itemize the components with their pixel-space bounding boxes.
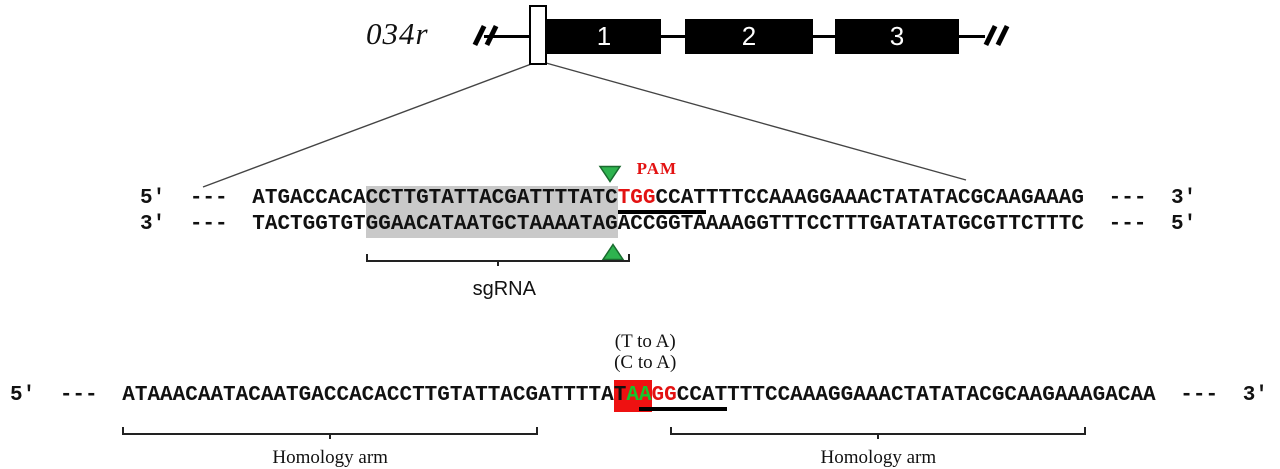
gene-name-label: 034r [366,16,429,51]
sequence-segment: ATGACCACA [252,187,366,210]
bottom-strand-left-dashes: --- [189,213,228,236]
genomic-sequence-block: 5' --- PAM ATGACCACACCTTGTATTACGATTTTATC… [140,159,1197,300]
bottom-strand-5prime-label: 5' [1171,213,1197,236]
exon-2-box: 2 [685,19,813,54]
green-down-triangle-icon [598,165,622,183]
right-homology-arm-bracket: Homology arm [670,427,1087,468]
exon-2-label: 2 [741,21,757,51]
exon-3-label: 3 [889,21,905,51]
donor-3prime-label: 3' [1242,384,1268,407]
exon-1-label: 1 [596,21,612,51]
donor-sequence: (T to A)(C to A) Homology arm Homology a… [122,331,1156,468]
mutation-label-c-to-a: (C to A) [614,352,677,373]
top-strand-left-dashes: --- [189,187,228,210]
genomic-bottom-sequence: sgRNA TACTGGTGTGGAACATAATGCTAAAATAGACCGG… [252,212,1084,300]
genomic-top-strand-row: 5' --- PAM ATGACCACACCTTGTATTACGATTTTATC… [140,159,1197,214]
donor-5prime-label: 5' [10,384,36,407]
sequence-segment: TACTGGTGT [252,213,366,236]
right-homology-arm-label: Homology arm [820,447,937,468]
pam-region-underline [617,210,706,214]
genomic-bottom-strand-row: 3' --- sgRNA TACTGGTGTGGAACATAATGCTAAAAT… [140,212,1197,300]
genomic-top-sequence: PAM ATGACCACACCTTGTATTACGATTTTATCTGGCCAT… [252,159,1084,214]
sgrna-label: sgRNA [472,278,536,300]
bottom-strand-3prime-label: 3' [140,213,166,236]
sequence-segment: GGAACATAATGCTAAAATAG [365,212,618,238]
mutation-labels: (T to A)(C to A) [614,331,676,373]
exon-1-box: 1 [547,19,661,54]
donor-sequence-block: 5' --- (T to A)(C to A) Homology arm Hom… [10,331,1268,468]
sequence-segment: CCTTGTATTACGATTTTATC [365,186,618,212]
sequence-segment: AA [626,383,652,409]
sequence-segment: GG [651,384,677,407]
top-strand-3prime-label: 3' [1171,187,1197,210]
sequence-segment: CCATTTTCCAAAGGAAACTATATACGCAAGAAAG [655,187,1084,210]
exon-3-box: 3 [835,19,959,54]
left-homology-arm-bracket: Homology arm [122,427,539,468]
donor-site-underline [638,407,728,411]
mutation-label-t-to-a: (T to A) [614,331,676,352]
sequence-segment: TGG [617,187,656,210]
right-arm-bracket-tick [877,433,880,439]
sequence-segment: ATAAACAATACAATGACCACACCTTGTATTACGATTTTA [122,384,614,407]
top-strand-5prime-label: 5' [140,187,166,210]
donor-right-dashes: --- [1180,384,1219,407]
sequence-segment: CCATTTTCCAAAGGAAACTATATACGCAAGAAAGACAA [676,384,1156,407]
sequence-segment: T [613,383,627,409]
sgrna-bracket [365,254,631,266]
sgrna-bracket-tick [496,260,499,266]
top-strand-right-dashes: --- [1108,187,1147,210]
bottom-strand-right-dashes: --- [1108,213,1147,236]
target-region-box [529,5,547,65]
left-homology-arm-label: Homology arm [272,447,388,468]
left-arm-bracket-tick [329,433,332,439]
right-break-slash-2 [995,24,1010,47]
sequence-segment: ACCGGTAAAAGGTTTCCTTTGATATATGCGTTCTTTC [617,213,1084,236]
donor-left-dashes: --- [59,384,98,407]
green-up-triangle-icon [601,243,625,261]
pam-label: PAM [636,159,678,178]
donor-strand-row: 5' --- (T to A)(C to A) Homology arm Hom… [10,331,1268,468]
